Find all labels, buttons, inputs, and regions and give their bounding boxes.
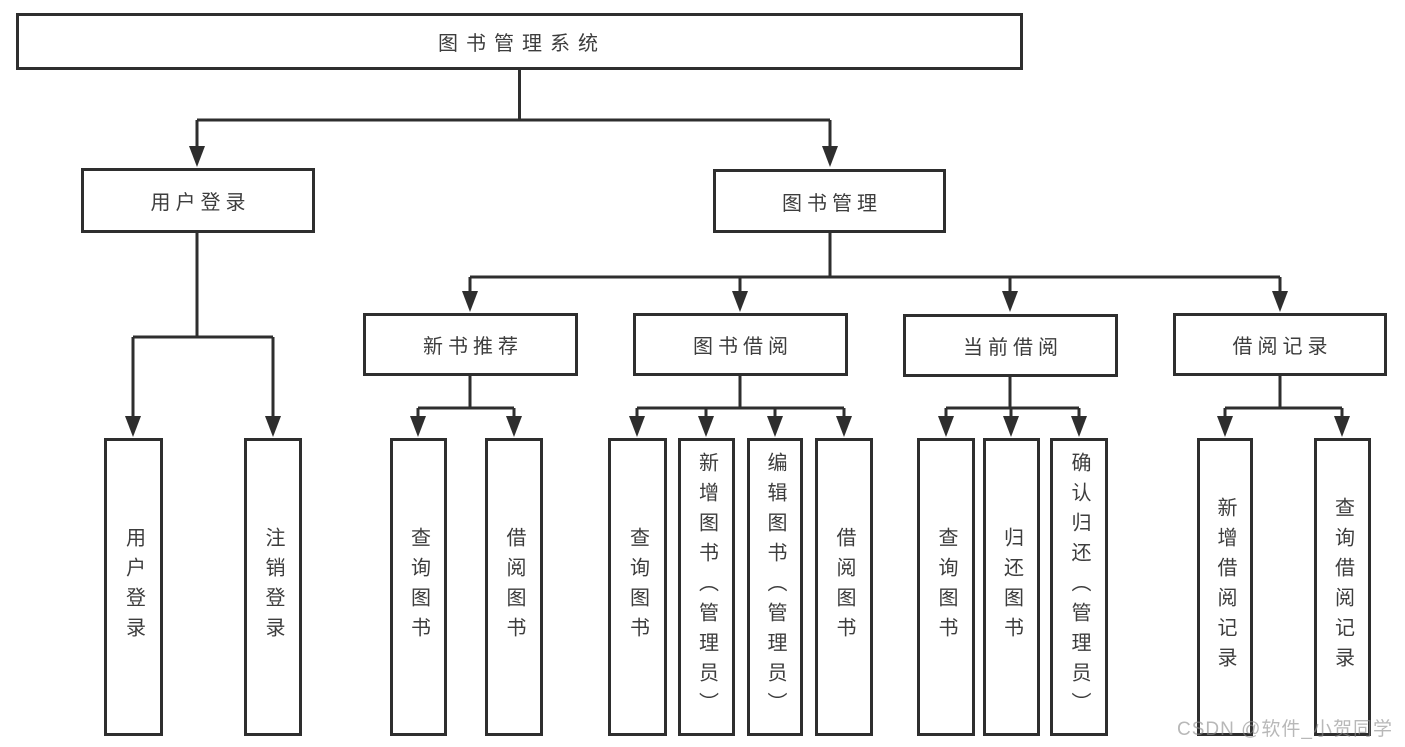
node-label: 新增图书（管理员） [695, 452, 718, 722]
arrowhead [189, 146, 205, 167]
leaf-borrowing-query-book: 查询图书 [608, 438, 667, 736]
arrowhead [506, 416, 522, 437]
leaf-query-borrow-record: 查询借阅记录 [1314, 438, 1371, 736]
node-label: 图书管理系统 [438, 33, 606, 55]
leaf-confirm-return-admin: 确认归还（管理员） [1050, 438, 1108, 736]
leaf-return-book: 归还图书 [983, 438, 1040, 736]
arrowhead [1002, 291, 1018, 312]
connector-root-to-level2 [195, 70, 832, 162]
node-label: 查询图书 [626, 527, 649, 647]
arrowhead [938, 416, 954, 437]
node-label: 编辑图书（管理员） [764, 452, 786, 722]
arrowheads [125, 146, 1350, 437]
node-root: 图书管理系统 [16, 13, 1023, 70]
node-label: 图书管理 [782, 192, 882, 215]
node-label: 用户登录 [122, 527, 145, 647]
connector-user-login-to-leaves [131, 233, 275, 432]
leaf-add-book-admin: 新增图书（管理员） [678, 438, 735, 736]
leaf-borrowing-borrow-book: 借阅图书 [815, 438, 873, 736]
leaf-user-login: 用户登录 [104, 438, 163, 736]
node-label: 新书推荐 [423, 336, 523, 358]
node-label: 确认归还（管理员） [1068, 452, 1090, 722]
node-label: 用户登录 [150, 192, 251, 214]
leaf-logout: 注销登录 [244, 438, 302, 736]
node-label: 当前借阅 [963, 337, 1063, 359]
node-label: 借阅记录 [1232, 336, 1333, 358]
arrowhead [732, 291, 748, 312]
node-label: 归还图书 [1000, 527, 1023, 647]
leaf-new-book-borrow-book: 借阅图书 [485, 438, 543, 736]
node-new-book-recommend: 新书推荐 [363, 313, 578, 376]
leaf-add-borrow-record: 新增借阅记录 [1197, 438, 1253, 736]
arrowhead [410, 416, 426, 437]
node-label: 图书借阅 [693, 336, 793, 358]
arrowhead [1217, 416, 1233, 437]
arrowhead [836, 416, 852, 437]
leaf-edit-book-admin: 编辑图书（管理员） [747, 438, 803, 736]
arrowhead [1334, 416, 1350, 437]
node-label: 借阅图书 [503, 527, 525, 647]
node-label: 查询图书 [935, 527, 957, 647]
node-borrowing-records: 借阅记录 [1173, 313, 1387, 376]
node-label: 查询借阅记录 [1331, 497, 1354, 677]
connector-borrowing-records-to-leaves [1223, 376, 1344, 432]
arrowhead [125, 416, 141, 437]
leaf-current-query-book: 查询图书 [917, 438, 975, 736]
node-label: 新增借阅记录 [1214, 497, 1236, 677]
connector-book-management-to-level3 [468, 233, 1282, 307]
node-label: 查询图书 [407, 527, 430, 647]
connector-book-borrowing-to-leaves [635, 376, 846, 432]
connector-new-book-recommend-to-leaves [416, 376, 516, 432]
node-book-borrowing: 图书借阅 [633, 313, 848, 376]
arrowhead [822, 146, 838, 167]
node-book-management: 图书管理 [713, 169, 946, 233]
leaf-new-book-query-book: 查询图书 [390, 438, 447, 736]
arrowhead [629, 416, 645, 437]
arrowhead [265, 416, 281, 437]
arrowhead [698, 416, 714, 437]
arrowhead [462, 291, 478, 312]
node-current-borrowing: 当前借阅 [903, 314, 1118, 377]
arrowhead [1003, 416, 1019, 437]
node-user-login: 用户登录 [81, 168, 315, 233]
node-label: 注销登录 [262, 527, 284, 647]
arrowhead [1071, 416, 1087, 437]
csdn-watermark: CSDN @软件_小贺同学 [1177, 719, 1393, 740]
node-label: 借阅图书 [833, 527, 855, 647]
arrowhead [1272, 291, 1288, 312]
arrowhead [767, 416, 783, 437]
